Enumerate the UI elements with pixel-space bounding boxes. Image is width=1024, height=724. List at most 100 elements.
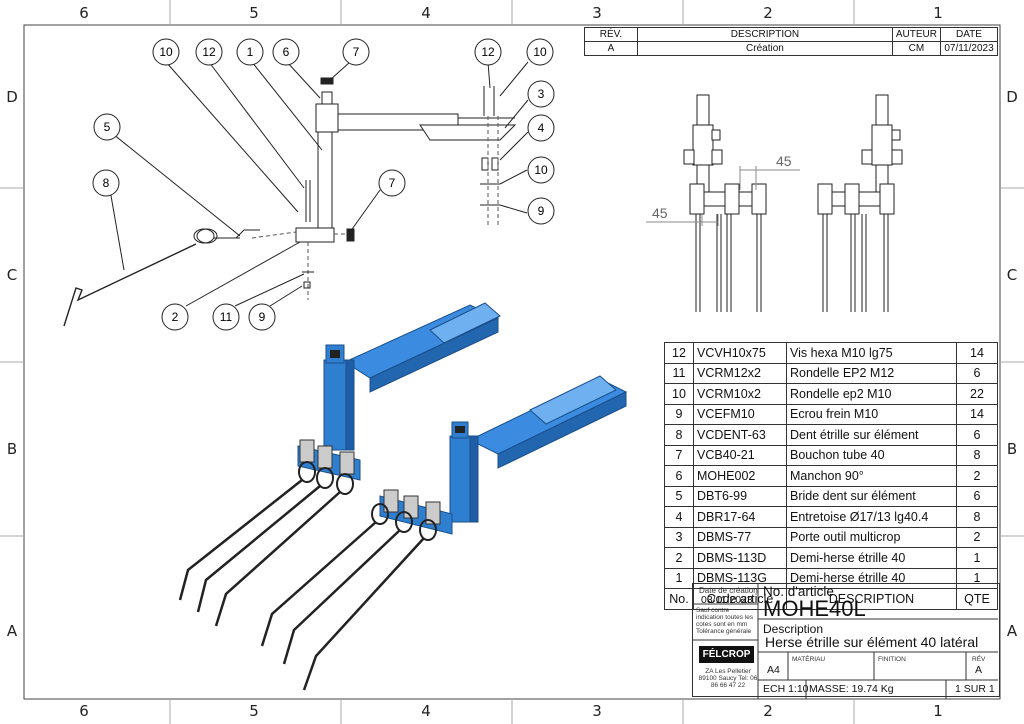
mass: MASSE: 19.74 Kg <box>809 683 894 695</box>
balloon-circle <box>152 38 180 66</box>
dimension-45-top: 45 <box>776 153 792 169</box>
balloon-8: 8 <box>103 176 110 190</box>
balloon-12: 12 <box>481 45 495 59</box>
zone-col-3-top: 3 <box>592 4 602 22</box>
isometric-assembly-right <box>260 375 628 691</box>
zone-col-5-top: 5 <box>249 4 259 22</box>
bom-cell-code: DBR17-64 <box>693 506 787 528</box>
bom-cell-code: VCDENT-63 <box>693 424 787 446</box>
bom-cell-code: DBMS-77 <box>693 526 787 548</box>
bom-cell-description: Bouchon tube 40 <box>786 444 957 466</box>
bom-cell-code: VCRM12x2 <box>693 362 787 384</box>
bom-cell-qty: 6 <box>956 485 998 507</box>
bom-cell-description: Ecrou frein M10 <box>786 403 957 425</box>
rev-label: RÉV <box>972 656 986 663</box>
rev-cell-author: CM <box>891 41 942 56</box>
bom-cell-qty: 8 <box>956 506 998 528</box>
bom-cell-description: Porte outil multicrop <box>786 526 957 548</box>
bom-cell-code: DBMS-113D <box>693 547 787 569</box>
bom-cell-qty: 6 <box>956 424 998 446</box>
rev-cell-description: Création <box>637 41 893 56</box>
bom-cell-description: Demi-herse étrille 40 <box>786 547 957 569</box>
article-label: No. d'article <box>763 584 834 599</box>
zone-row-C-left: C <box>6 266 18 284</box>
bom-cell-no: 6 <box>664 465 694 487</box>
bom-cell-no: 2 <box>664 547 694 569</box>
zone-col-4-top: 4 <box>421 4 431 22</box>
balloons <box>92 38 555 331</box>
bom-cell-code: VCVH10x75 <box>693 342 787 364</box>
rev-header-date: DATE <box>940 27 998 42</box>
bom-cell-code: DBT6-99 <box>693 485 787 507</box>
finish-label: FINITION <box>878 656 906 663</box>
bom-cell-code: MOHE002 <box>693 465 787 487</box>
bom-header-no: No. <box>664 588 694 610</box>
description-value: Herse étrille sur élément 40 latéral <box>765 634 979 650</box>
title-block-lines <box>692 583 998 699</box>
bom-header-qty: QTE <box>956 588 998 610</box>
title-block: Date de création 03/11/2023 Sauf contre … <box>692 583 1000 697</box>
balloon-9: 9 <box>538 204 545 218</box>
balloon-7: 7 <box>353 45 360 59</box>
zone-col-5-bottom: 5 <box>249 702 259 720</box>
exploded-view <box>63 77 517 327</box>
zone-col-2-bottom: 2 <box>763 702 773 720</box>
zone-col-1-top: 1 <box>933 4 943 22</box>
bom-cell-qty: 14 <box>956 342 998 364</box>
rev-header-description: DESCRIPTION <box>637 27 893 42</box>
bom-header-code: Code article <box>693 588 787 610</box>
bom-cell-description: Rondelle EP2 M12 <box>786 362 957 384</box>
balloon-10: 10 <box>159 45 173 59</box>
bom-cell-no: 11 <box>664 362 694 384</box>
bom-cell-qty: 2 <box>956 526 998 548</box>
bom-cell-no: 12 <box>664 342 694 364</box>
dimension-45-left: 45 <box>652 205 668 221</box>
balloon-6: 6 <box>283 45 290 59</box>
balloon-4: 4 <box>538 121 545 135</box>
balloon-11: 11 <box>220 310 233 324</box>
bom-cell-code: VCB40-21 <box>693 444 787 466</box>
rev-header-author: AUTEUR <box>891 27 942 42</box>
zone-col-4-bottom: 4 <box>421 702 431 720</box>
rev-value: A <box>975 664 983 676</box>
balloon-10: 10 <box>534 163 548 177</box>
bom-cell-qty: 1 <box>956 547 998 569</box>
revision-row: A Création CM 07/11/2023 <box>584 41 998 56</box>
tolerance-note: Sauf contre indication toutes les cotes … <box>696 607 754 635</box>
isometric-assembly-left <box>178 302 501 627</box>
rev-header-rev: RÉV. <box>584 27 638 42</box>
bom-cell-code: VCRM10x2 <box>693 383 787 405</box>
bom-cell-no: 5 <box>664 485 694 507</box>
zone-col-6-bottom: 6 <box>79 702 89 720</box>
scale: ECH 1:10 <box>763 683 809 695</box>
material-label: MATÉRIAU <box>792 656 826 663</box>
bom-cell-no: 7 <box>664 444 694 466</box>
bom-cell-description: Vis hexa M10 lg75 <box>786 342 957 364</box>
dimension-lines <box>646 166 800 226</box>
zone-row-A-right: A <box>1006 622 1018 640</box>
sheet-number: 1 SUR 1 <box>955 683 995 695</box>
zone-col-1-bottom: 1 <box>933 702 943 720</box>
balloon-1: 1 <box>247 45 254 59</box>
creation-date-label: Date de création <box>699 586 758 595</box>
zone-row-D-right: D <box>1006 88 1018 106</box>
balloon-5: 5 <box>104 120 111 134</box>
paper-format: A4 <box>767 664 780 676</box>
balloon-12: 12 <box>202 45 216 59</box>
revision-table: RÉV. DESCRIPTION AUTEUR DATE A Création … <box>584 27 998 56</box>
bom-cell-description: Entretoise Ø17/13 lg40.4 <box>786 506 957 528</box>
balloon-2: 2 <box>172 310 179 324</box>
balloon-3: 3 <box>538 87 545 101</box>
bom-cell-no: 1 <box>664 567 694 589</box>
company-address: ZA Les Pelletier 89100 Saucy Tel: 06 86 … <box>698 668 758 689</box>
